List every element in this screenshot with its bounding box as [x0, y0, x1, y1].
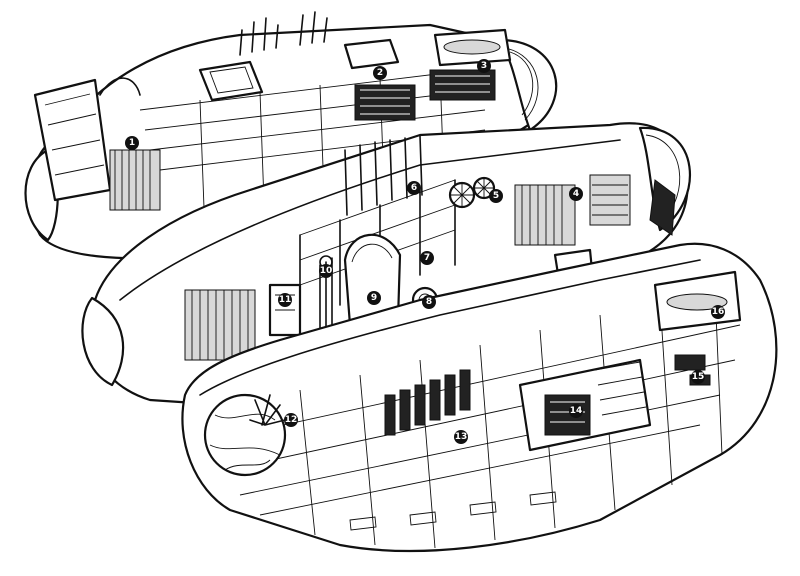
svg-text:14: 14 — [570, 406, 583, 416]
antenna-array — [239, 11, 328, 56]
svg-text:3: 3 — [481, 61, 487, 71]
bottom-hull-section — [181, 242, 778, 553]
svg-text:2: 2 — [377, 68, 383, 78]
svg-text:1: 1 — [129, 138, 135, 148]
central-dome — [343, 233, 402, 327]
top-rear-cap — [498, 38, 558, 132]
callout-11[interactable]: 11 — [278, 293, 292, 307]
svg-text:6: 6 — [411, 183, 417, 193]
svg-text:13: 13 — [455, 432, 468, 442]
svg-text:7: 7 — [424, 253, 430, 263]
svg-text:16: 16 — [712, 307, 725, 317]
callout-3[interactable]: 3 — [477, 59, 491, 73]
callout-7[interactable]: 7 — [420, 251, 434, 265]
callout-1[interactable]: 1 — [125, 136, 139, 150]
svg-text:15: 15 — [692, 372, 705, 382]
equipment-rack-row — [384, 369, 471, 436]
callout-10[interactable]: 10 — [319, 264, 333, 278]
svg-text:12: 12 — [285, 415, 298, 425]
callout-16[interactable]: 16 — [711, 305, 725, 319]
callout-12[interactable]: 12 — [284, 413, 298, 427]
callout-9[interactable]: 9 — [367, 291, 381, 305]
top-engine-drum — [109, 149, 161, 211]
globe-sphere — [203, 393, 287, 477]
middle-engine-drum-left — [184, 289, 256, 361]
control-console — [518, 358, 652, 452]
svg-text:10: 10 — [320, 266, 333, 276]
middle-nose-cap — [81, 296, 125, 387]
middle-engine-drum-right — [514, 184, 576, 246]
callout-2[interactable]: 2 — [373, 66, 387, 80]
callout-15[interactable]: 15 — [691, 370, 705, 384]
svg-text:11: 11 — [279, 295, 292, 305]
callout-layer: 1 2 3 4 5 6 7 8 9 10 11 — [125, 59, 725, 444]
callout-6[interactable]: 6 — [407, 181, 421, 195]
callout-4[interactable]: 4 — [569, 187, 583, 201]
svg-text:8: 8 — [426, 297, 432, 307]
svg-text:5: 5 — [493, 191, 499, 201]
svg-text:4: 4 — [573, 189, 579, 199]
cooling-fans — [448, 176, 496, 209]
callout-14[interactable]: 14 — [569, 404, 583, 418]
callout-8[interactable]: 8 — [422, 295, 436, 309]
svg-text:9: 9 — [371, 293, 377, 303]
callout-5[interactable]: 5 — [489, 189, 503, 203]
callout-13[interactable]: 13 — [454, 430, 468, 444]
